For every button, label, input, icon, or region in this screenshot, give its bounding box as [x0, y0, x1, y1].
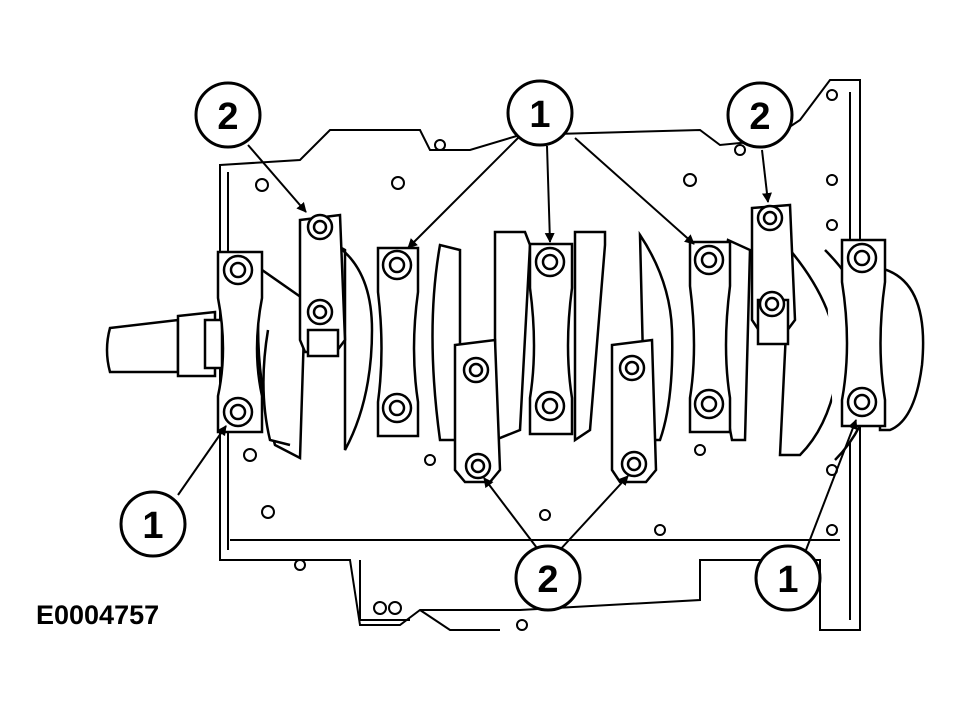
figure-id: E0004757: [36, 600, 160, 630]
callout-1-bottom-left: 1: [119, 490, 187, 558]
callout-label: 2: [537, 559, 558, 601]
bolts: [222, 204, 878, 480]
callout-1-top-center: 1: [506, 79, 574, 147]
callout-label: 2: [749, 96, 770, 138]
callout-2-top-right: 2: [726, 81, 794, 149]
main-bearing-caps: [216, 238, 887, 438]
block-holes: [243, 89, 838, 631]
crank-webs: [256, 230, 925, 461]
callout-label: 1: [142, 505, 163, 547]
callout-label: 1: [529, 94, 550, 136]
callout-1-bottom-right: 1: [754, 544, 822, 612]
crankshaft-snout: [105, 310, 224, 378]
leader-lines: [177, 137, 858, 553]
callout-label: 2: [217, 96, 238, 138]
callout-label: 1: [777, 559, 798, 601]
callout-2-bottom-center: 2: [514, 544, 582, 612]
callout-2-top-left: 2: [194, 81, 262, 149]
